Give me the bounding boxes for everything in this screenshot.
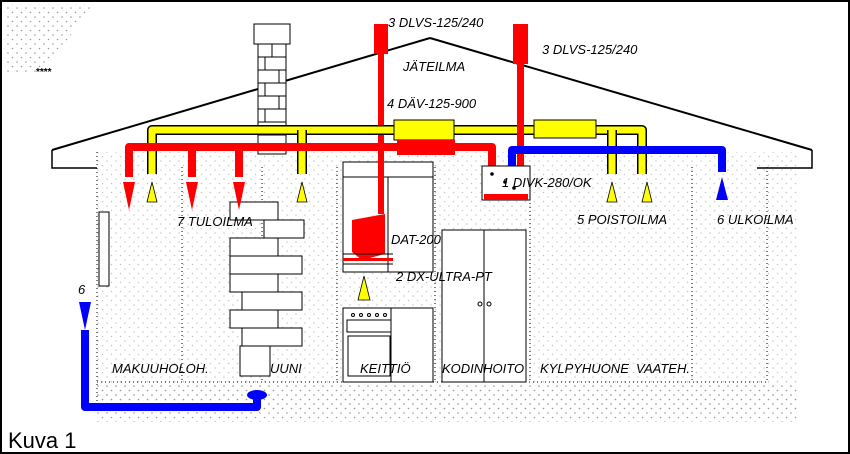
stove-icon <box>342 307 434 383</box>
supply-duct <box>125 143 496 177</box>
exhaust-arrow-icon <box>146 181 158 203</box>
label-dlvs-b: 3 DLVS-125/240 <box>542 42 638 57</box>
supply-arrow-icon <box>186 182 198 210</box>
outdoor-arrow-icon <box>79 302 91 330</box>
label-dx: 2 DX-ULTRA-PT <box>396 269 492 284</box>
wardrobe-kodinhoito <box>441 229 527 383</box>
crawlspace-stipple <box>97 382 797 422</box>
fireplace-uuni <box>229 201 305 377</box>
room-uuni: UUNI <box>270 361 302 376</box>
silencer-supply <box>397 140 455 155</box>
roof-vent-dlvs-b <box>513 24 528 64</box>
outdoor-arrow-icon <box>716 177 728 200</box>
label-dlvs-a: 3 DLVS-125/240 <box>388 15 484 30</box>
label-dav: 4 DÄV-125-900 <box>387 96 477 111</box>
room-kylpyhuone: KYLPYHUONE <box>540 361 629 376</box>
stars-mark: **** <box>36 67 52 78</box>
label-poistoilma: 5 POISTOILMA <box>577 212 668 227</box>
label-ulkoilma: 6 ULKOILMA <box>717 212 794 227</box>
ventilation-unit-divk <box>481 165 531 201</box>
roof-eave-left <box>51 150 97 169</box>
exhaust-stack-duct <box>517 64 524 174</box>
label-dat: DAT-200 <box>391 232 441 247</box>
label-six: 6 <box>78 282 86 297</box>
roof-eave-right <box>757 150 813 169</box>
room-vaateh: VAATEH. <box>636 361 690 376</box>
exhaust-arrow-icon <box>357 275 371 301</box>
wall-lines <box>96 152 768 402</box>
supply-arrows <box>123 182 245 210</box>
exhaust-arrow-icon <box>296 181 308 203</box>
exhaust-arrow-icon <box>641 181 653 203</box>
room-kodinhoito: KODINHOITO <box>442 361 525 376</box>
roof-vent-dlvs-a <box>374 24 388 54</box>
radiator <box>98 211 110 287</box>
exhaust-arrows <box>146 181 653 301</box>
label-tuloilma: 7 TULOILMA <box>177 214 253 229</box>
label-jateilma: JÄTEILMA <box>403 59 466 74</box>
corner-stipple <box>4 4 94 74</box>
room-makuuholoh: MAKUUHOLOH. <box>112 361 209 376</box>
room-keittio: KEITTIÖ <box>360 361 411 376</box>
supply-arrow-icon <box>233 182 245 210</box>
roof-line-right <box>429 37 813 151</box>
label-divk: 1 DIVK-280/OK <box>502 175 592 190</box>
silencer-dav <box>393 119 455 141</box>
hood-icon <box>343 214 393 265</box>
figure-caption: Kuva 1 <box>8 428 77 453</box>
chimney <box>253 23 291 155</box>
outdoor-intake-cap <box>247 390 267 400</box>
silencer-exhaust <box>533 119 597 139</box>
roof-line-left <box>51 37 431 151</box>
exhaust-arrow-icon <box>606 181 618 203</box>
outdoor-arrows <box>79 177 728 330</box>
supply-arrow-icon <box>123 182 135 210</box>
